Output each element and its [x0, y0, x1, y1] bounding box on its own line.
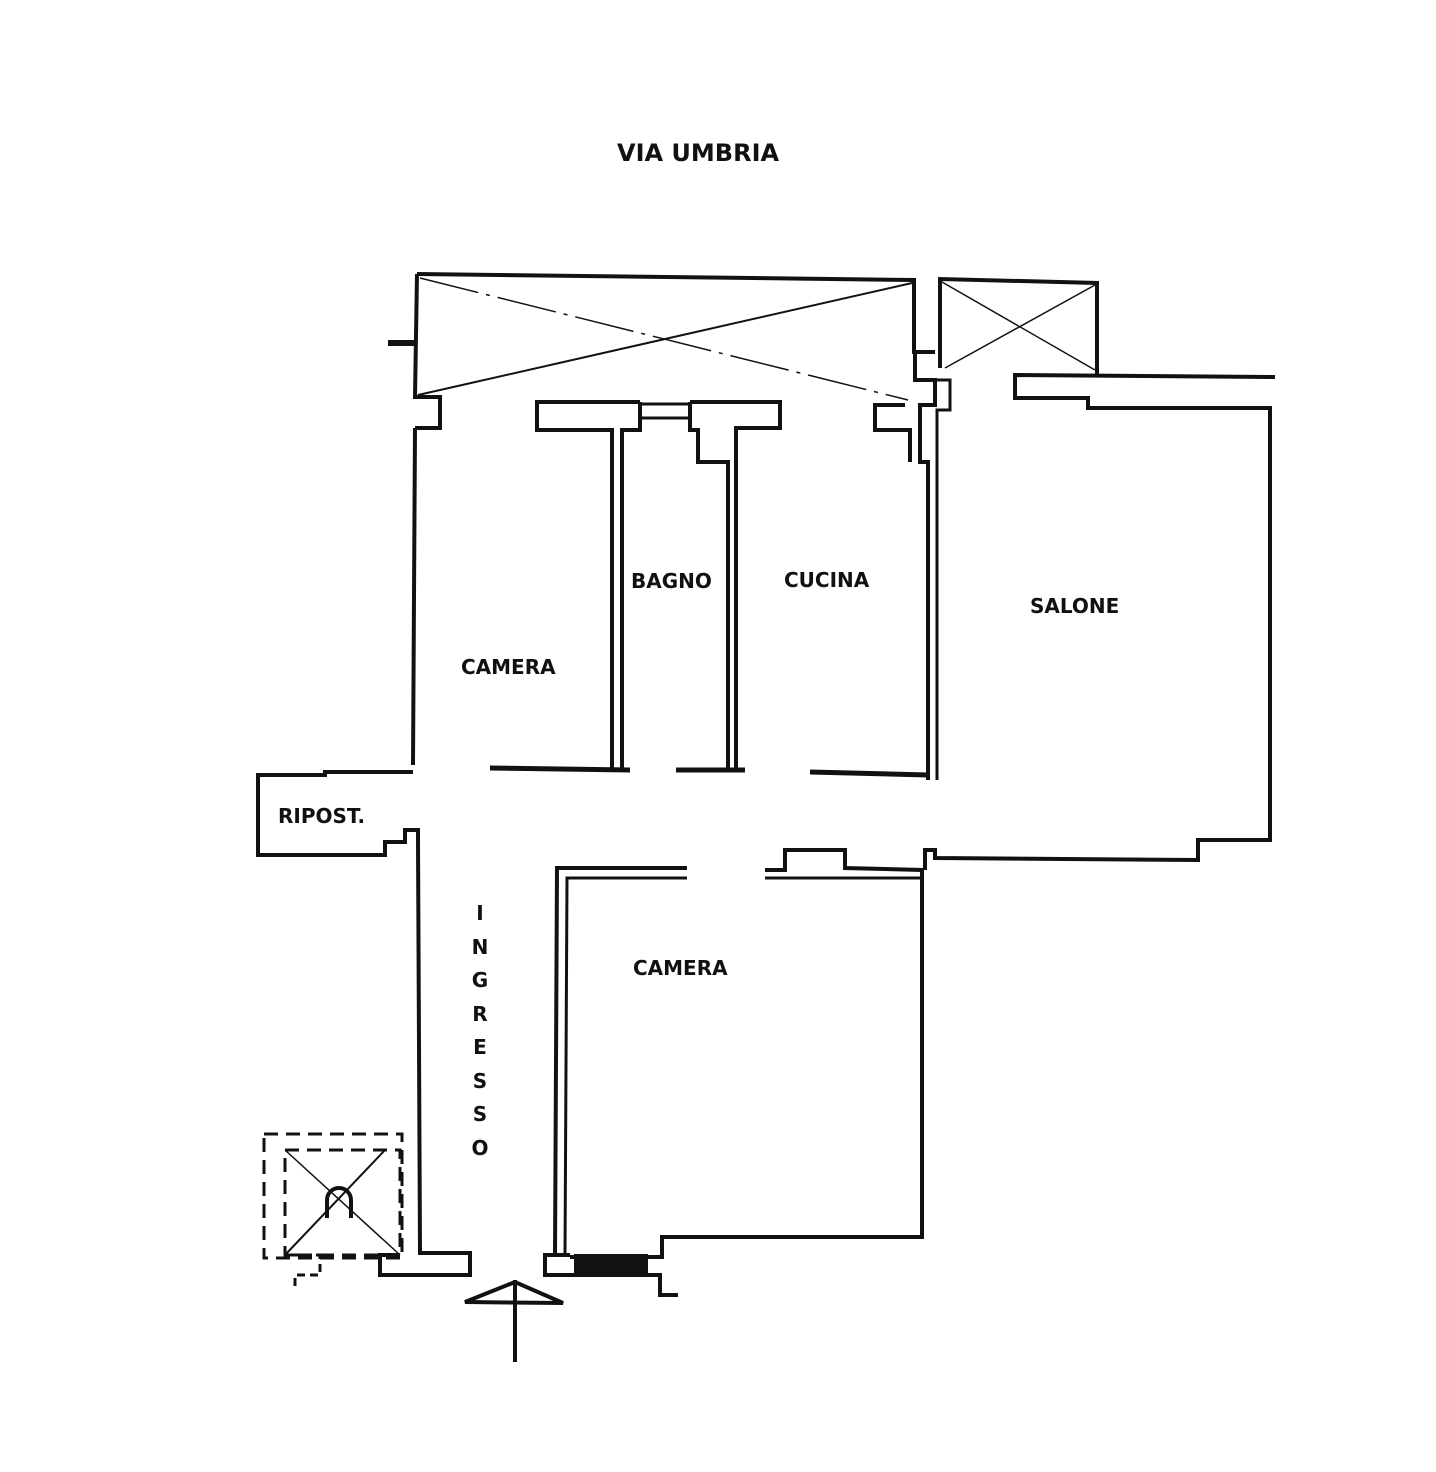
wall	[535, 400, 640, 768]
wall	[690, 400, 782, 768]
ingresso-letter: N	[471, 934, 489, 959]
room-label-ripostiglio: RIPOST.	[278, 804, 366, 828]
wall	[563, 876, 687, 1256]
balcony-main	[388, 272, 935, 430]
ingresso-letter: O	[471, 1135, 489, 1160]
wall	[411, 427, 417, 766]
ripostiglio-walls	[256, 770, 420, 857]
ingresso-letter: S	[472, 1068, 488, 1093]
wall	[570, 848, 924, 1259]
stairwell-icon	[262, 1132, 404, 1290]
balcony-small	[938, 276, 1099, 374]
ingresso-letter: E	[473, 1035, 487, 1059]
ingresso-letter: I	[476, 901, 484, 925]
room-label-camera-bottom: CAMERA	[633, 956, 728, 980]
window	[638, 402, 692, 420]
room-label-camera-top: CAMERA	[461, 655, 556, 679]
wall	[688, 402, 730, 768]
wall	[873, 403, 912, 462]
street-name: VIA UMBRIA	[617, 139, 780, 167]
room-label-cucina: CUCINA	[784, 568, 870, 592]
salone-walls	[923, 372, 1276, 870]
wall	[378, 839, 472, 1277]
ingresso-letter: S	[472, 1102, 488, 1126]
ingresso-letter: R	[472, 1001, 488, 1026]
entrance-arrow-icon	[464, 1279, 564, 1362]
wall	[913, 352, 937, 780]
room-label-salone: SALONE	[1030, 594, 1120, 618]
ingresso-letter: G	[471, 968, 489, 992]
wall	[553, 866, 687, 1256]
room-label-ingresso: I N G R E S S O	[470, 897, 490, 1165]
room-label-bagno: BAGNO	[631, 569, 712, 593]
window	[574, 1254, 648, 1276]
wall	[935, 378, 952, 780]
